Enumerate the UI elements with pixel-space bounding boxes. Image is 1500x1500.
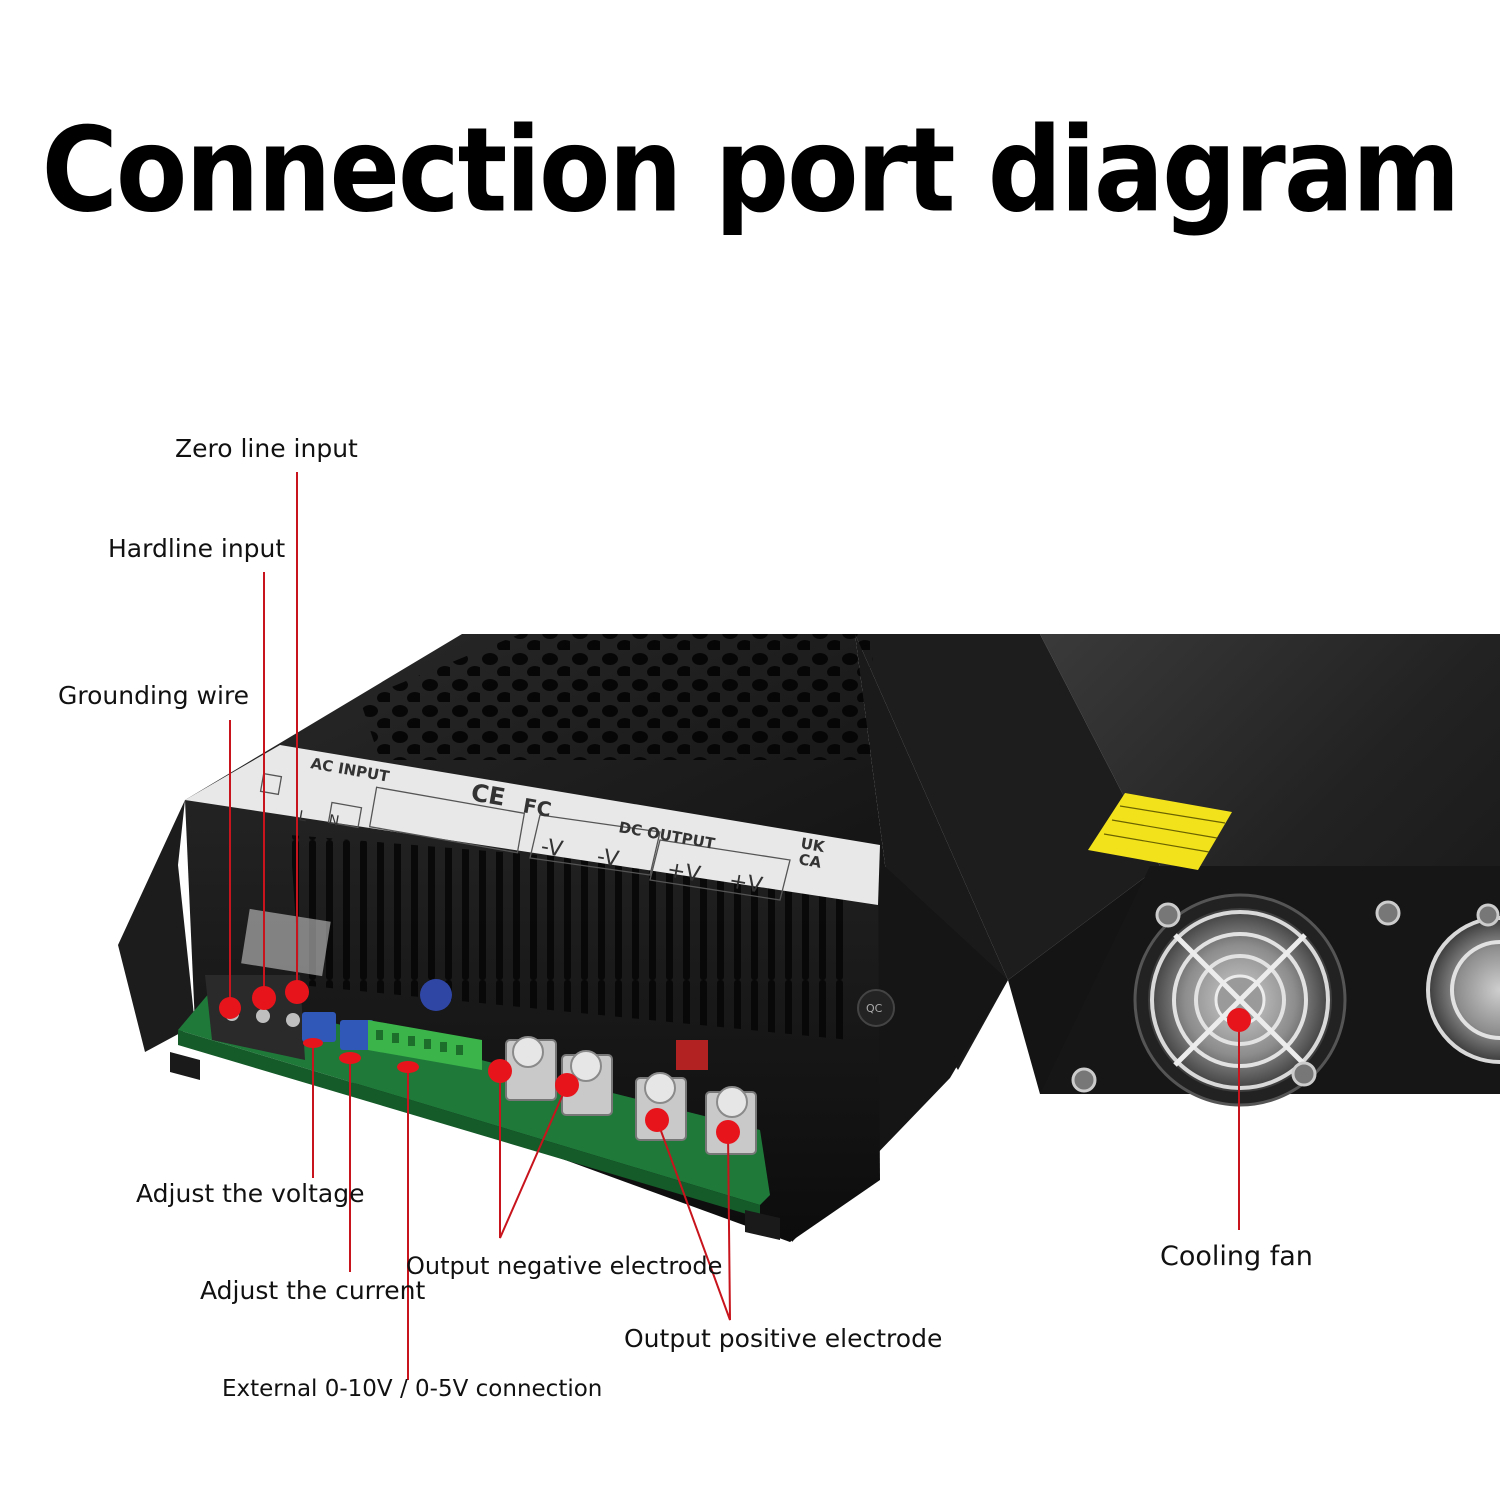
neg-terminal-print-2: -V [595,844,621,872]
label-plate [185,745,880,905]
marker-zero-line [285,980,309,1004]
label-output-negative: Output negative electrode [406,1252,723,1280]
label-zero-line-input: Zero line input [175,434,358,463]
marker-cooling-fan [1227,1008,1251,1032]
marker-external-connection [397,1061,419,1073]
marker-adjust-voltage [303,1038,323,1048]
warning-sticker [1088,793,1232,870]
label-grounding-wire: Grounding wire [58,681,250,710]
label-adjust-current: Adjust the current [200,1276,426,1305]
leader-lines [229,472,1240,1380]
current-potentiometer [340,1020,374,1050]
cooling-fan-graphic [1071,893,1500,1107]
marker-hardline [252,986,276,1010]
port-markers [219,980,1251,1144]
terminal-l-print: L [297,808,308,825]
label-hardline-input: Hardline input [108,534,286,563]
pos-terminal-print-2: +V [727,868,764,898]
qc-mark: QC [866,1002,883,1015]
power-supply-main-unit [118,634,1008,1242]
page-title: Connection port diagram [41,101,1461,239]
ukca-print-1: UK [799,834,827,856]
label-external-connection: External 0-10V / 0-5V connection [222,1376,603,1402]
fan-unit [855,634,1500,1107]
ce-mark: CE [469,778,507,811]
marker-adjust-current [339,1052,361,1064]
ukca-print-2: CA [797,850,823,872]
neg-terminal-print-1: -V [539,834,565,862]
label-adjust-voltage: Adjust the voltage [136,1179,365,1208]
pcb-board [178,992,770,1205]
label-cooling-fan: Cooling fan [1160,1241,1313,1272]
fc-mark: FC [521,793,553,822]
label-output-positive: Output positive electrode [624,1324,943,1353]
marker-positive-1 [645,1108,669,1132]
voltage-potentiometer [302,1012,336,1042]
marker-negative-2 [555,1073,579,1097]
marker-grounding [219,997,241,1019]
pos-terminal-print-1: +V [665,857,702,887]
terminal-n-print: N [327,812,340,830]
marker-negative-1 [488,1059,512,1083]
marker-positive-2 [716,1120,740,1144]
